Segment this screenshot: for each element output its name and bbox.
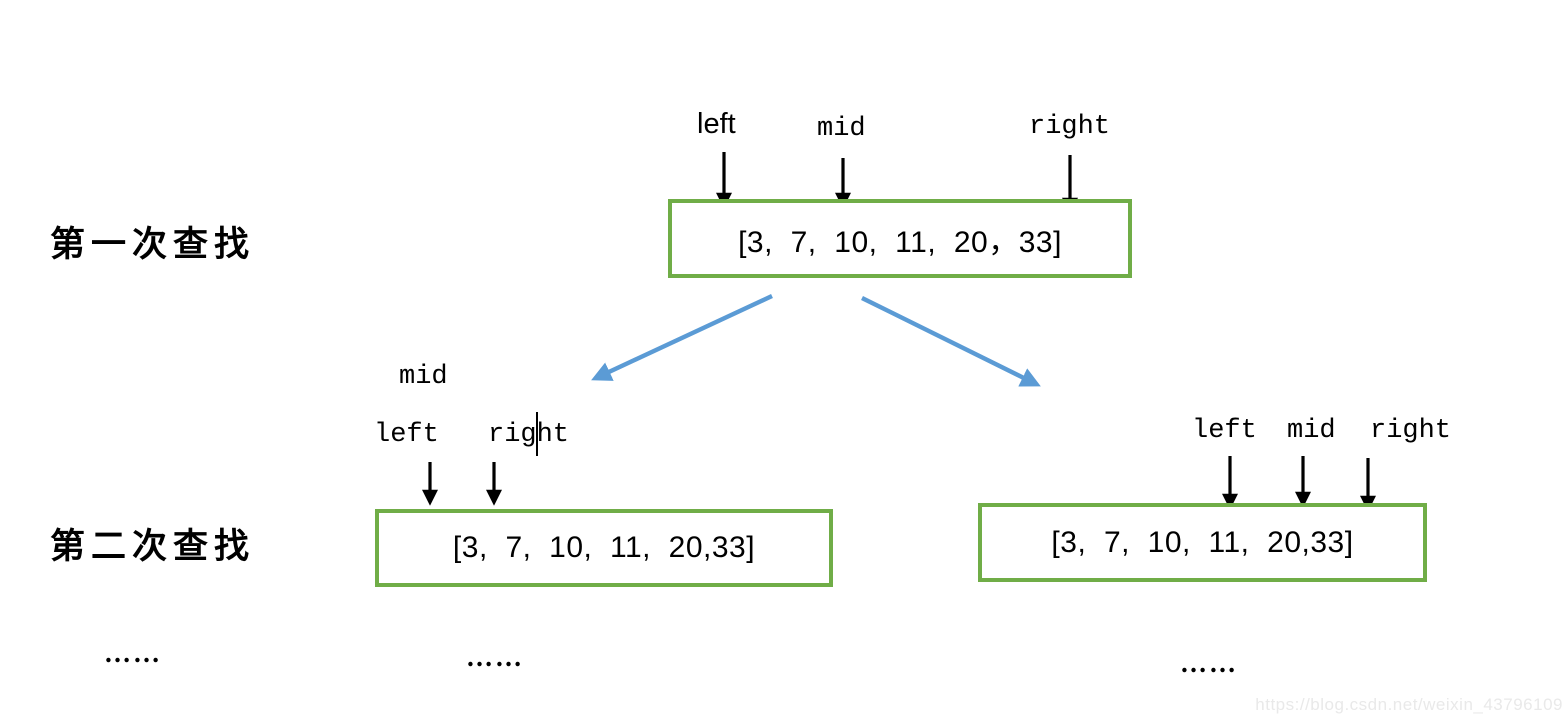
step1-right-pointer-label: right — [1029, 112, 1111, 142]
branch-arrow-right — [861, 296, 1041, 387]
step2-left-branch-right-label: right — [488, 420, 570, 450]
watermark: https://blog.csdn.net/weixin_43796109 — [1255, 695, 1563, 714]
step2-label: 第二次查找 — [50, 527, 256, 566]
step2-right-branch-right-label: right — [1370, 416, 1452, 446]
step2-right-branch-mid-label: mid — [1287, 416, 1336, 446]
text-cursor — [536, 412, 538, 456]
ellipsis-left-branch: …… — [466, 642, 524, 672]
step1-array-box: [3, 7, 10, 11, 20，33] — [668, 199, 1132, 278]
step2-right-branch-left-label: left — [1192, 416, 1257, 446]
step1-label: 第一次查找 — [50, 225, 256, 264]
step1-array-text: [3, 7, 10, 11, 20，33] — [738, 225, 1062, 259]
step2-right-branch-array-box: [3, 7, 10, 11, 20,33] — [978, 503, 1427, 582]
step2-left-branch-left-label: left — [374, 420, 439, 450]
ellipsis-right-branch: …… — [1180, 648, 1238, 678]
step2-left-branch-array-box: [3, 7, 10, 11, 20,33] — [375, 509, 833, 587]
step1-left-pointer-label: left — [697, 108, 736, 140]
step2-right-branch-array-text: [3, 7, 10, 11, 20,33] — [1051, 525, 1354, 559]
branch-arrow-left — [591, 294, 773, 381]
ellipsis-label-row: …… — [104, 638, 162, 668]
step2-left-branch-mid-label: mid — [399, 362, 448, 392]
step2-left-branch-array-text: [3, 7, 10, 11, 20,33] — [452, 531, 756, 564]
step1-mid-pointer-label: mid — [817, 114, 866, 144]
